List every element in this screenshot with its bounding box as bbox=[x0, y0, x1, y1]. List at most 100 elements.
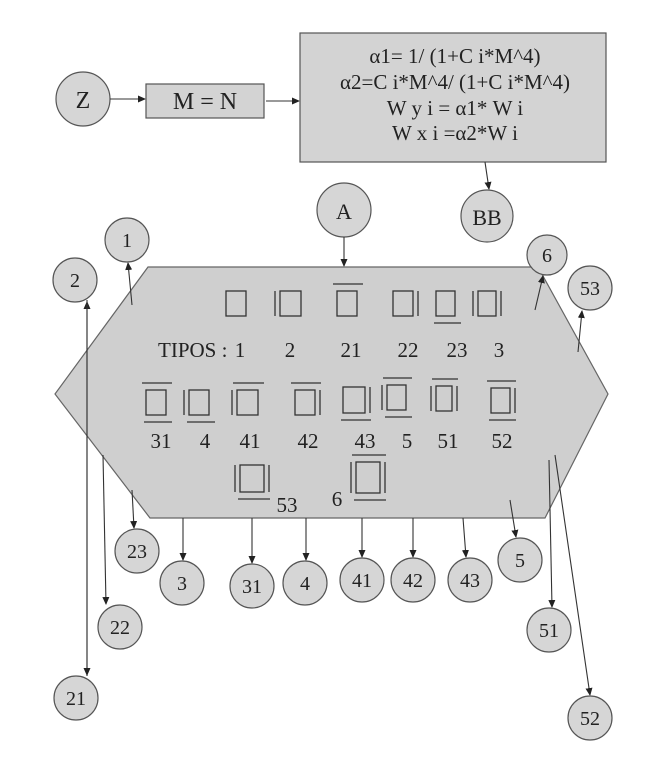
output-node-22: 22 bbox=[97, 604, 143, 650]
type-glyph-21: 21 bbox=[333, 283, 363, 362]
output-node-51: 51 bbox=[526, 607, 572, 653]
type-label-53: 53 bbox=[277, 493, 298, 517]
output-node-52: 52 bbox=[567, 695, 613, 741]
output-node-circle bbox=[97, 604, 143, 650]
glyph-box bbox=[490, 387, 511, 414]
output-node-circle bbox=[526, 234, 568, 276]
type-glyph-4: 4 bbox=[183, 389, 215, 453]
assign-box-label: M = N bbox=[173, 89, 237, 115]
arrow-to-node-52 bbox=[554, 454, 593, 696]
glyph-box bbox=[392, 290, 414, 317]
output-node-53: 53 bbox=[567, 265, 613, 311]
type-label-51: 51 bbox=[438, 429, 459, 453]
types-prefix-label: TIPOS : bbox=[158, 338, 227, 362]
output-node-circle bbox=[497, 537, 543, 583]
output-node-4: 4 bbox=[282, 560, 328, 606]
output-node-label: 22 bbox=[110, 617, 130, 639]
output-node-circle bbox=[114, 528, 160, 574]
arrow-to-node-5 bbox=[509, 499, 519, 538]
glyph-box bbox=[435, 290, 456, 317]
output-node-41: 41 bbox=[339, 557, 385, 603]
type-label-42: 42 bbox=[298, 429, 319, 453]
type-glyph-1: 1 bbox=[225, 290, 247, 362]
type-glyph-2: 2 bbox=[274, 290, 302, 362]
output-node-label: 51 bbox=[539, 620, 559, 642]
type-glyph-52: 52 bbox=[487, 380, 516, 453]
output-node-circle bbox=[339, 557, 385, 603]
type-label-6: 6 bbox=[332, 487, 343, 511]
type-glyph-51: 51 bbox=[430, 378, 459, 453]
output-node-circle bbox=[159, 560, 205, 606]
type-label-41: 41 bbox=[240, 429, 261, 453]
glyph-box bbox=[386, 384, 407, 411]
type-label-21: 21 bbox=[341, 338, 362, 362]
output-node-5: 5 bbox=[497, 537, 543, 583]
arrow-to-node-53 bbox=[577, 310, 585, 353]
start-node: Z bbox=[55, 71, 111, 127]
output-node-3: 3 bbox=[159, 560, 205, 606]
type-glyph-3: 3 bbox=[472, 290, 505, 362]
output-node-label: 3 bbox=[177, 573, 187, 595]
arrow-formula-to-bb bbox=[484, 161, 492, 190]
output-node-circle bbox=[567, 265, 613, 311]
type-glyph-31: 31 bbox=[142, 382, 172, 453]
output-node-label: 21 bbox=[66, 688, 86, 710]
type-label-1: 1 bbox=[235, 338, 246, 362]
output-node-label: 1 bbox=[122, 230, 132, 252]
output-node-circle bbox=[447, 557, 493, 603]
type-glyph-42: 42 bbox=[291, 382, 321, 453]
output-node-circle bbox=[390, 557, 436, 603]
output-node-2: 2 bbox=[52, 257, 98, 303]
arrow-to-node-6 bbox=[534, 275, 545, 311]
type-glyph-5: 5 bbox=[381, 377, 413, 453]
type-label-3: 3 bbox=[494, 338, 505, 362]
arrow-to-node-23 bbox=[130, 489, 138, 529]
glyph-box bbox=[435, 385, 453, 412]
output-node-label: 42 bbox=[403, 570, 423, 592]
output-node-label: 6 bbox=[542, 245, 552, 267]
output-node-1: 1 bbox=[104, 217, 150, 263]
output-node-label: 53 bbox=[580, 278, 600, 300]
formula-line-1: α1= 1/ (1+C i*M^4) bbox=[369, 44, 540, 68]
glyph-box bbox=[225, 290, 247, 317]
type-glyph-43: 43 bbox=[341, 386, 376, 453]
output-node-circle bbox=[53, 675, 99, 721]
formula-line-4: W x i =α2*W i bbox=[392, 121, 518, 145]
output-node-31: 31 bbox=[229, 563, 275, 609]
type-label-5: 5 bbox=[402, 429, 413, 453]
output-node-circle bbox=[52, 257, 98, 303]
output-node-label: 52 bbox=[580, 708, 600, 730]
formula-box: α1= 1/ (1+C i*M^4) α2=C i*M^4/ (1+C i*M^… bbox=[299, 32, 607, 163]
arrow-to-node-43 bbox=[461, 517, 469, 558]
type-glyph-41: 41 bbox=[231, 382, 264, 453]
output-node-label: 31 bbox=[242, 576, 262, 598]
output-node-label: 23 bbox=[127, 541, 147, 563]
glyph-box bbox=[355, 461, 381, 494]
glyph-box bbox=[279, 290, 302, 317]
type-glyph-53: 53 bbox=[234, 464, 298, 517]
type-label-4: 4 bbox=[200, 429, 211, 453]
type-label-31: 31 bbox=[151, 429, 172, 453]
output-node-circle bbox=[229, 563, 275, 609]
type-label-52: 52 bbox=[492, 429, 513, 453]
node-a-label: A bbox=[336, 199, 352, 224]
type-label-23: 23 bbox=[447, 338, 468, 362]
type-glyph-6: 6 bbox=[332, 454, 386, 511]
glyph-box bbox=[342, 386, 366, 414]
glyph-box bbox=[239, 464, 265, 493]
glyph-box bbox=[336, 290, 358, 317]
output-node-circle bbox=[526, 607, 572, 653]
output-node-label: 4 bbox=[300, 573, 310, 595]
arrow-to-node-22 bbox=[102, 454, 110, 605]
output-node-23: 23 bbox=[114, 528, 160, 574]
types-hexagon bbox=[54, 266, 609, 519]
glyph-box bbox=[236, 389, 259, 416]
glyph-box bbox=[145, 389, 167, 416]
node-bb: BB bbox=[460, 189, 514, 243]
output-node-42: 42 bbox=[390, 557, 436, 603]
formula-line-3: W y i = α1* W i bbox=[387, 96, 524, 120]
output-node-43: 43 bbox=[447, 557, 493, 603]
output-node-circle bbox=[104, 217, 150, 263]
output-node-21: 21 bbox=[53, 675, 99, 721]
